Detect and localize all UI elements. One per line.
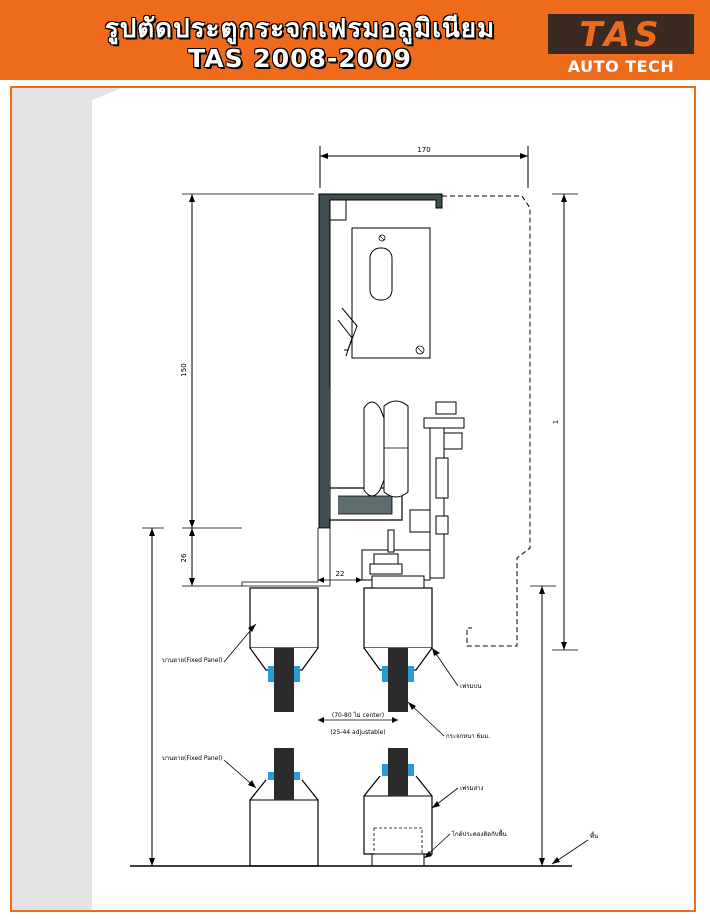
fixed-panel-bottom-rail xyxy=(249,748,319,867)
dim-top-width: 170 xyxy=(417,146,430,154)
dim-gap: 22 xyxy=(336,570,345,578)
sliding-panel-top-rail xyxy=(363,575,433,712)
label-top-rail: เฟรมบน xyxy=(460,683,481,690)
brand-logo: TAS xyxy=(548,14,694,55)
door-leaf-outline xyxy=(442,195,531,647)
header-banner: รูปตัดประตูกระจกเฟรมอลูมิเนียม TAS 2008-… xyxy=(0,0,710,80)
logo-text: TAS xyxy=(579,15,663,55)
title-english: TAS 2008-2009 xyxy=(188,44,412,73)
logo-subtext: AUTO TECH xyxy=(567,57,675,76)
label-center-distance: (70-80 ไม่ center) xyxy=(332,711,384,719)
roller-wheel xyxy=(363,400,409,498)
drawing-frame: 170 150 26 1 xyxy=(10,86,696,912)
label-fixed-panel-bottom: บานตาย(Fixed Panel) xyxy=(162,755,222,762)
fixed-panel-top-rail xyxy=(249,587,319,712)
section-drawing: 170 150 26 1 xyxy=(12,88,694,910)
dim-right-height: 1 xyxy=(552,420,560,424)
sliding-panel-bottom-rail xyxy=(363,748,433,867)
label-bottom-rail: เฟรมล่าง xyxy=(460,785,484,792)
dim-height-upper: 150 xyxy=(180,363,188,376)
label-glass: กระจกหนา 6มม. xyxy=(446,733,490,740)
label-floor: พื้น xyxy=(590,830,598,840)
hanger-bracket xyxy=(409,401,465,579)
label-guide: ไกด์ประคองติดกับพื้น xyxy=(451,828,507,838)
bg-shade-left xyxy=(12,88,122,910)
label-fixed-panel-top: บานตาย(Fixed Panel) xyxy=(162,657,222,664)
label-center-distance-adjustable: (25-44 adjustable) xyxy=(330,729,385,736)
title-thai: รูปตัดประตูกระจกเฟรมอลูมิเนียม xyxy=(104,14,496,44)
drive-mechanism xyxy=(337,227,431,359)
dim-height-track: 26 xyxy=(180,553,188,562)
